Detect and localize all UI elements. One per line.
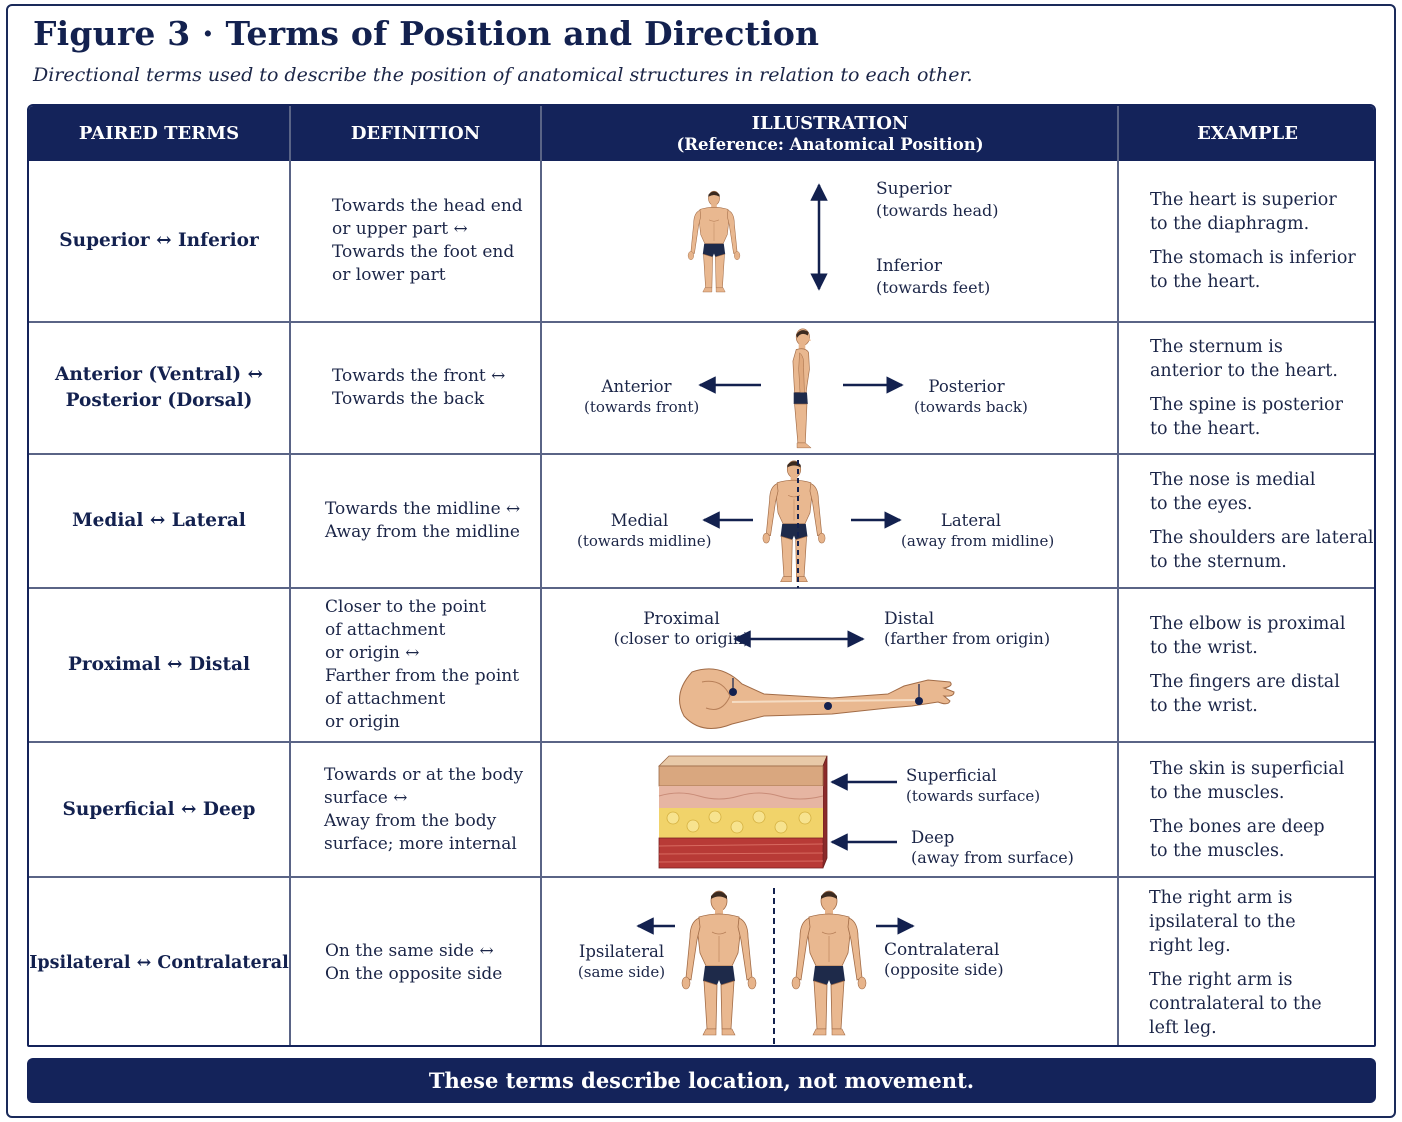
- term-superficial-deep: Superficial ↔ Deep: [62, 798, 256, 820]
- arrow-left-icon: [702, 511, 753, 529]
- header-example: EXAMPLE: [1197, 123, 1298, 144]
- header-illustration-subtitle: (Reference: Anatomical Position): [676, 134, 984, 154]
- label-superficial: Superficial (towards surface): [906, 766, 1041, 805]
- examples-superior-inferior: The heart is superior to the diaphragm. …: [1150, 161, 1370, 321]
- examples-ipsilateral-contralateral: The right arm is ipsilateral to the righ…: [1149, 878, 1369, 1045]
- vertical-double-arrow-icon: [810, 183, 828, 291]
- term-medial-lateral: Medial ↔ Lateral: [72, 510, 246, 531]
- header-illustration: ILLUSTRATION (Reference: Anatomical Posi…: [542, 106, 1118, 161]
- example-text: The right arm is contralateral to the le…: [1149, 969, 1322, 1038]
- example-text: The sternum is anterior to the heart.: [1150, 337, 1338, 381]
- label-deep: Deep (away from surface): [911, 828, 1074, 867]
- term-superior-inferior: Superior ↔ Inferior: [59, 230, 259, 251]
- definition-proximal-distal: Closer to the point of attachment or ori…: [325, 597, 520, 732]
- term-proximal-distal: Proximal ↔ Distal: [67, 654, 251, 675]
- row-divider: [29, 453, 1374, 455]
- definition-superior-inferior: Towards the head end or upper part ↔ Tow…: [332, 196, 523, 285]
- human-figure-front-icon: [779, 890, 879, 1040]
- label-anterior: Anterior (towards front): [584, 377, 700, 416]
- arrow-left-icon: [830, 773, 897, 791]
- label-lateral: Lateral (away from midline): [901, 511, 1055, 550]
- header-definition: DEFINITION: [350, 123, 481, 144]
- label-inferior: Inferior (towards feet): [876, 256, 991, 297]
- example-text: The right arm is ipsilateral to the righ…: [1149, 887, 1296, 956]
- example-text: The stomach is inferior to the heart.: [1150, 248, 1356, 292]
- skin-layers-icon: [658, 755, 828, 869]
- arrow-right-icon: [851, 511, 902, 529]
- example-text: The skin is superficial to the muscles.: [1150, 758, 1345, 803]
- midline-icon: [773, 888, 775, 1045]
- example-text: The shoulders are lateral to the sternum…: [1150, 528, 1374, 572]
- header-illustration-title: ILLUSTRATION: [751, 112, 909, 134]
- example-text: The nose is medial to the eyes.: [1150, 470, 1316, 514]
- examples-superficial-deep: The skin is superficial to the muscles. …: [1150, 743, 1370, 876]
- header-paired-terms: PAIRED TERMS: [78, 123, 240, 144]
- figure-frame: [6, 4, 1396, 1118]
- label-medial: Medial (towards midline): [577, 511, 712, 550]
- figure-title: Figure 3 · Terms of Position and Directi…: [33, 14, 820, 53]
- column-divider: [1117, 106, 1119, 1045]
- footer-note: These terms describe location, not movem…: [27, 1058, 1376, 1103]
- table-header-bar: [29, 106, 1374, 161]
- arrow-left-icon: [830, 833, 897, 851]
- examples-anterior-posterior: The sternum is anterior to the heart. Th…: [1150, 323, 1370, 453]
- human-figure-front-icon: [752, 460, 836, 586]
- label-distal: Distal (farther from origin): [884, 609, 1051, 648]
- label-proximal: Proximal (closer to origin): [613, 609, 750, 648]
- row-divider: [29, 321, 1374, 323]
- horizontal-double-arrow-icon: [733, 630, 865, 648]
- row-divider: [29, 741, 1374, 743]
- example-text: The elbow is proximal to the wrist.: [1150, 614, 1346, 658]
- terms-table: PAIRED TERMS DEFINITION ILLUSTRATION (Re…: [27, 104, 1376, 1047]
- example-text: The spine is posterior to the heart.: [1150, 395, 1343, 439]
- definition-anterior-posterior: Towards the front ↔ Towards the back: [332, 366, 506, 409]
- figure-subtitle: Directional terms used to describe the p…: [33, 64, 973, 86]
- example-text: The fingers are distal to the wrist.: [1150, 672, 1340, 716]
- label-contralateral: Contralateral (opposite side): [884, 940, 1004, 979]
- row-divider: [29, 587, 1374, 589]
- arrow-left-icon: [636, 917, 675, 935]
- definition-ipsilateral-contralateral: On the same side ↔ On the opposite side: [325, 940, 503, 984]
- arrow-right-icon: [876, 917, 915, 935]
- column-divider: [540, 106, 542, 1045]
- row-divider: [29, 876, 1374, 878]
- label-posterior: Posterior (towards back): [914, 377, 1028, 416]
- human-figure-front-icon: [679, 168, 749, 318]
- example-text: The bones are deep to the muscles.: [1150, 816, 1325, 861]
- label-ipsilateral: Ipsilateral (same side): [577, 942, 666, 981]
- midline-icon: [797, 460, 799, 588]
- arrow-left-icon: [698, 376, 761, 394]
- term-anterior-posterior: Anterior (Ventral) ↔ Posterior (Dorsal): [54, 364, 264, 411]
- examples-medial-lateral: The nose is medial to the eyes. The shou…: [1150, 455, 1374, 587]
- human-figure-front-icon: [669, 890, 769, 1040]
- column-divider: [289, 106, 291, 1045]
- example-text: The heart is superior to the diaphragm.: [1150, 190, 1337, 234]
- examples-proximal-distal: The elbow is proximal to the wrist. The …: [1150, 589, 1370, 741]
- definition-superficial-deep: Towards or at the body surface ↔ Away fr…: [324, 764, 524, 854]
- human-figure-side-icon: [781, 328, 823, 452]
- arm-icon: [679, 668, 955, 729]
- arrow-right-icon: [843, 376, 904, 394]
- label-superior: Superior (towards head): [876, 179, 999, 220]
- term-ipsilateral-contralateral: Ipsilateral ↔ Contralateral: [29, 952, 289, 973]
- definition-medial-lateral: Towards the midline ↔ Away from the midl…: [325, 499, 521, 542]
